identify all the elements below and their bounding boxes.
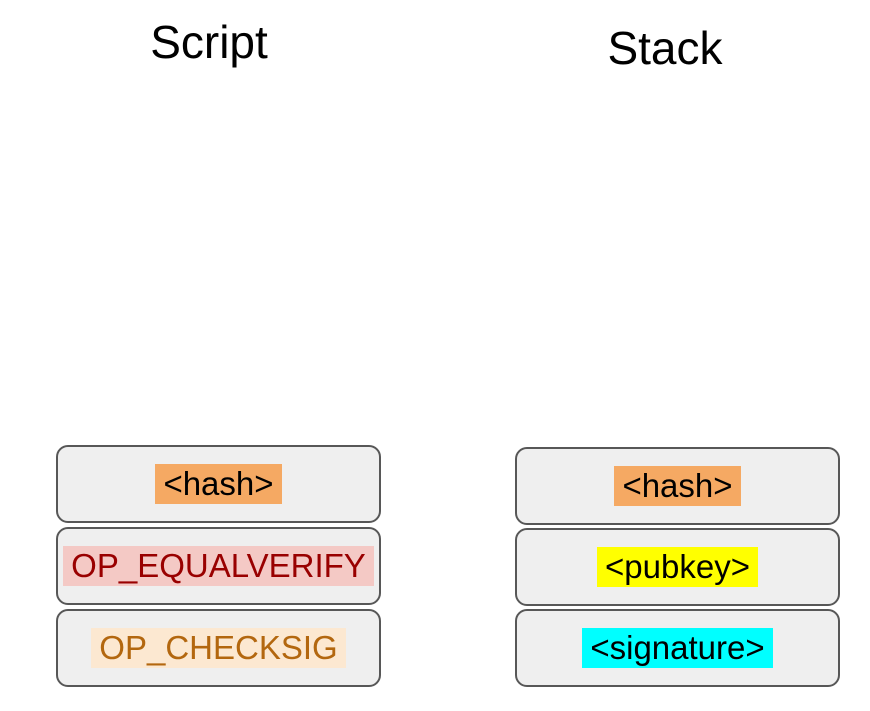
script-item-op-checksig-label: OP_CHECKSIG — [91, 627, 346, 669]
script-column-title: Script — [150, 16, 268, 68]
stack-item-pubkey-label: <pubkey> — [597, 546, 758, 588]
stack-item-signature-label: <signature> — [582, 627, 773, 669]
script-column: <hash> OP_EQUALVERIFY OP_CHECKSIG — [56, 445, 381, 687]
stack-item-pubkey: <pubkey> — [515, 528, 840, 606]
script-item-op-equalverify: OP_EQUALVERIFY — [56, 527, 381, 605]
script-item-op-checksig: OP_CHECKSIG — [56, 609, 381, 687]
script-item-hash: <hash> — [56, 445, 381, 523]
stack-item-hash-label: <hash> — [614, 465, 741, 507]
stack-column: <hash> <pubkey> <signature> — [515, 447, 840, 687]
stack-item-hash: <hash> — [515, 447, 840, 525]
script-item-hash-label: <hash> — [155, 463, 282, 505]
stack-column-title: Stack — [607, 22, 723, 74]
stack-item-signature: <signature> — [515, 609, 840, 687]
script-item-op-equalverify-label: OP_EQUALVERIFY — [63, 545, 374, 587]
